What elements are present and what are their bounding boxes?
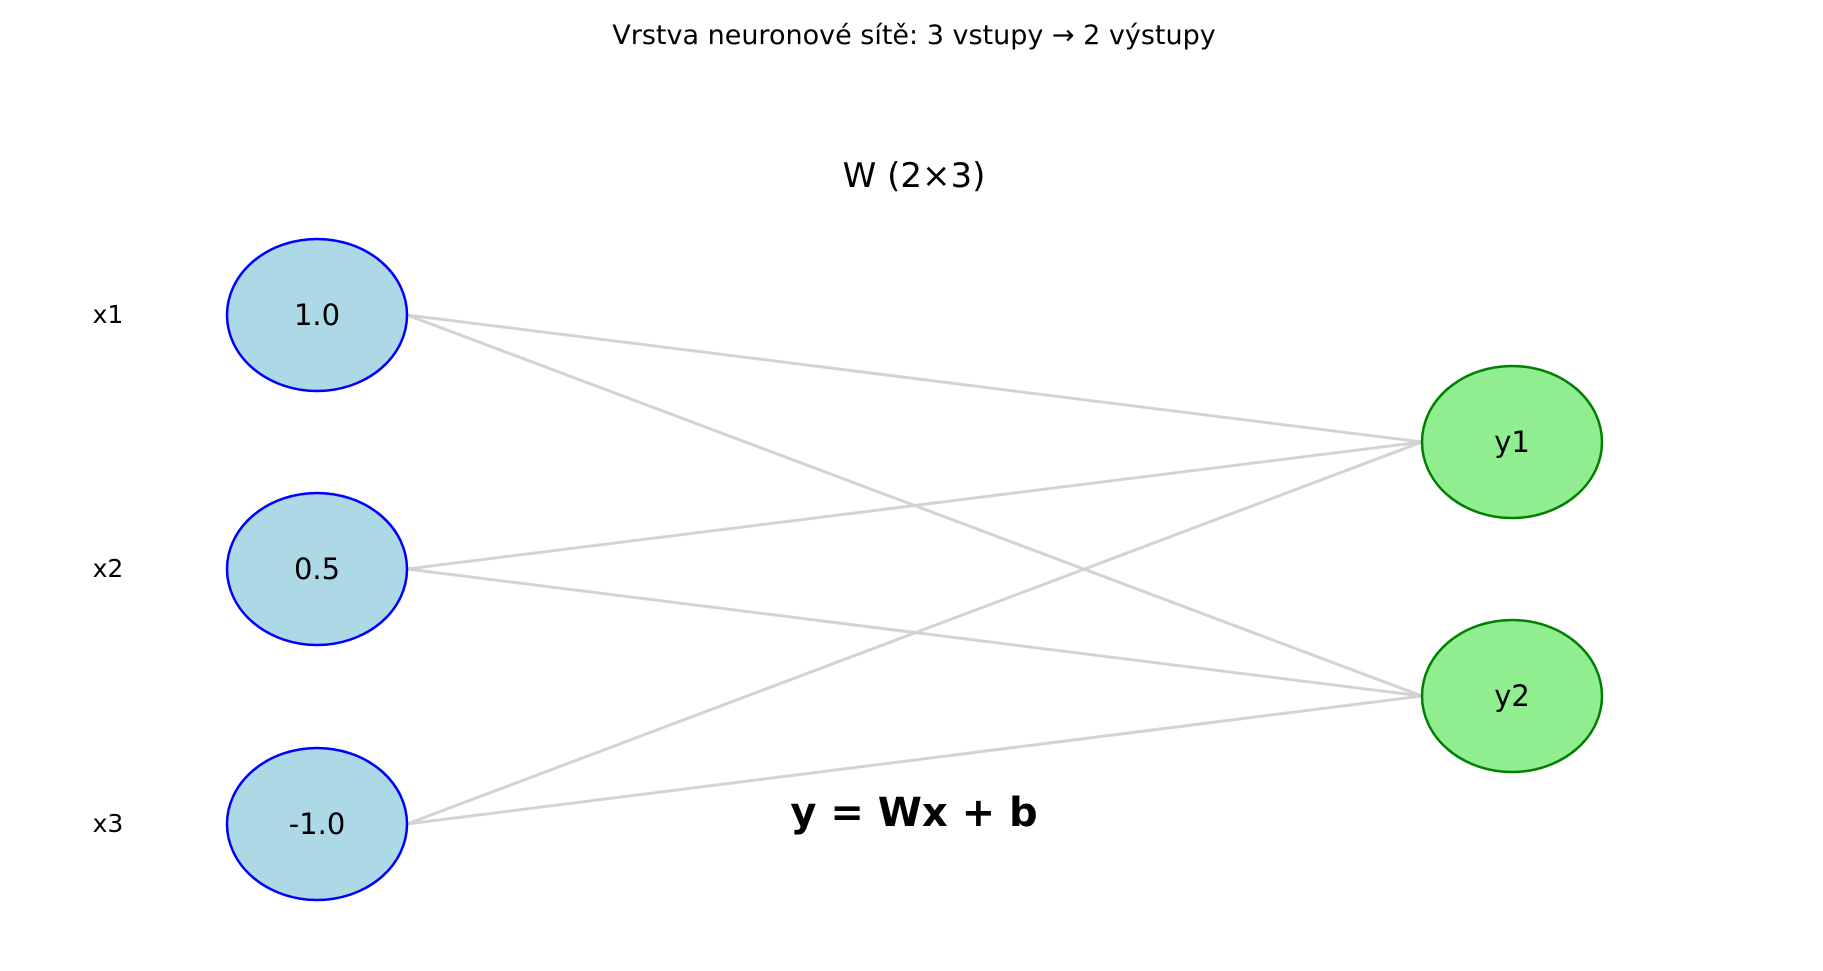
edge-x3-y1: [406, 440, 1423, 826]
input-label: x1: [93, 300, 124, 329]
input-node: [225, 746, 409, 902]
equation: y = Wx + b: [790, 790, 1037, 836]
input-label: x3: [93, 809, 124, 838]
input-node: [225, 237, 409, 393]
edge-x3-y2: [406, 694, 1423, 826]
edge-x2-y1: [406, 440, 1423, 571]
output-node: [1420, 364, 1604, 520]
diagram-title: Vrstva neuronové sítě: 3 vstupy → 2 výst…: [612, 20, 1215, 51]
output-node: [1420, 618, 1604, 774]
input-node: [225, 491, 409, 647]
input-label: x2: [93, 554, 124, 583]
connections: [406, 313, 1423, 826]
weight-matrix-label: W (2×3): [843, 156, 986, 196]
input-value: 1.0: [294, 298, 340, 332]
output-label: y2: [1494, 679, 1530, 713]
edge-x1-y1: [406, 313, 1423, 444]
nodes: x1 1.0 x2 0.5 x3 -1.0 y1 y2: [93, 237, 1604, 902]
input-value: 0.5: [294, 552, 340, 586]
output-label: y1: [1494, 425, 1530, 459]
input-value: -1.0: [289, 807, 346, 841]
